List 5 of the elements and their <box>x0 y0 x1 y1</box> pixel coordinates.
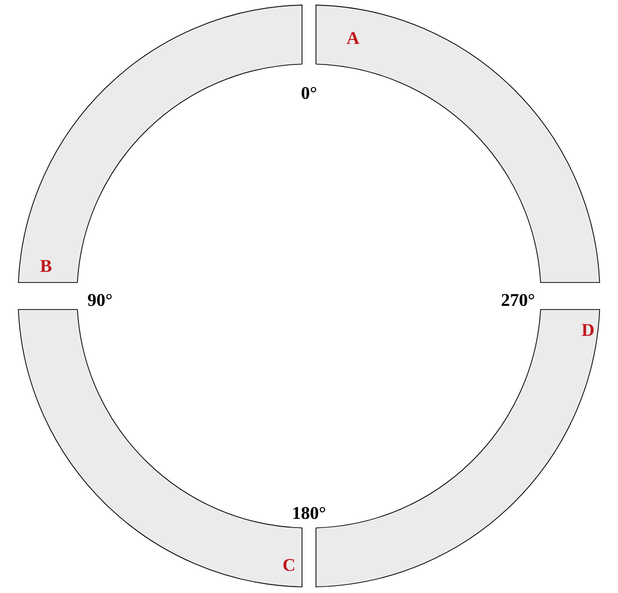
angle-label: 90° <box>88 294 112 306</box>
ring-segment: A <box>316 4 600 283</box>
angle-label: 0° <box>302 86 316 100</box>
ring-segment: B <box>18 4 302 283</box>
angle-label: 270° <box>502 294 534 306</box>
